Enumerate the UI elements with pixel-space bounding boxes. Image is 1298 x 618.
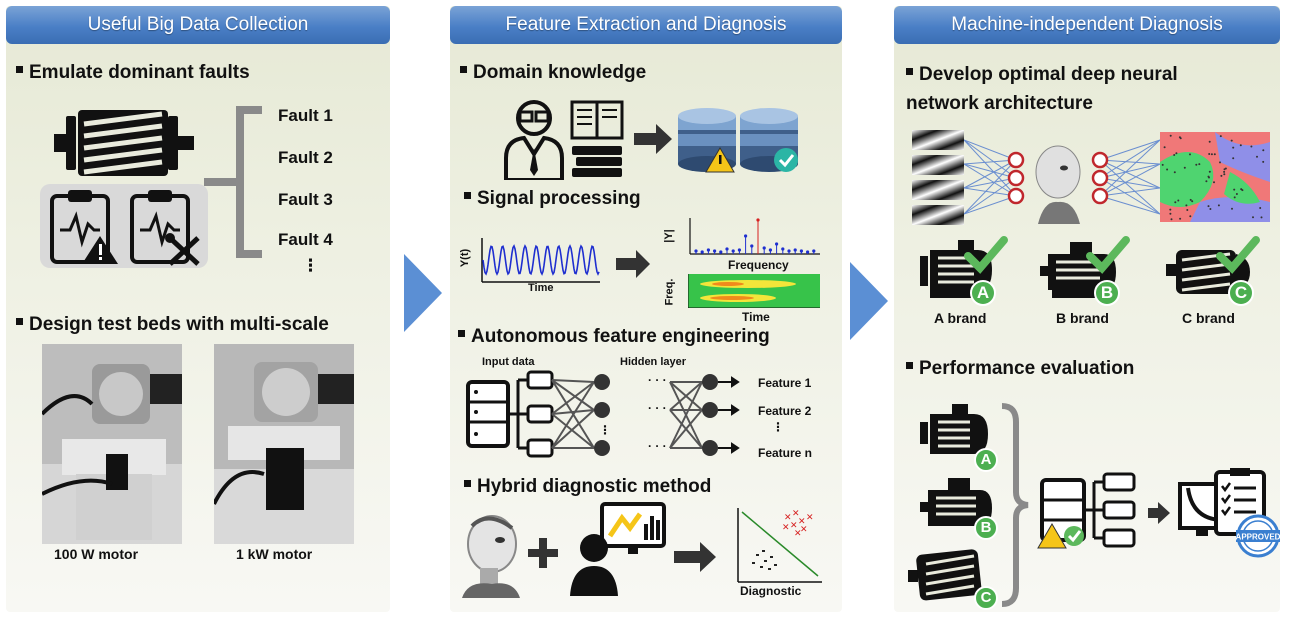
motor-brand-b-icon [1040,234,1132,310]
panel-big-data-collection: Useful Big Data Collection Emulate domin… [6,6,390,612]
feature-output-label: Feature n [758,446,813,460]
input-data-label: Input data [482,356,535,368]
brand-badge-a: A [970,280,996,306]
eval-motor-c-icon [908,546,998,604]
section-title-dnn-architecture: Develop optimal deep neural network arch… [906,64,1178,114]
feature-network-diagram: · · · · · · · · · ⋮ [464,368,764,464]
panel-header: Useful Big Data Collection [6,6,390,44]
books-icon [570,100,626,180]
arrow-right-icon [616,250,650,278]
eval-badge-c: C [974,586,998,610]
fault-bracket [204,106,264,258]
diagnostic-scatter-plot: ✕✕✕✕✕✕✕✕ [734,506,824,586]
plus-icon [528,538,558,568]
spectrogram-plot [688,274,820,308]
clipboard-warning-icon [48,188,120,266]
eval-brace [998,402,1030,608]
svg-text:· · ·: · · · [648,439,667,453]
arrow-right-icon [1148,502,1170,524]
spectrogram-ylabel: Freq. [663,278,676,306]
svg-text:✕: ✕ [806,512,814,522]
spectrum-ylabel: |Y| [662,229,675,243]
motor-brand-c-icon [1166,234,1262,310]
svg-text:✕: ✕ [790,520,798,530]
section-title-domain-knowledge: Domain knowledge [460,62,646,84]
motor-brand-a-icon [920,234,1010,310]
analyst-monitor-icon [568,502,668,596]
eval-badge-b: B [974,516,998,540]
hidden-layer-label: Hidden layer [620,356,687,368]
expert-icon [502,98,566,180]
eval-motor-a-icon [920,402,994,464]
feature-output-label: Feature 1 [758,376,812,390]
motor-label-100w: 100 W motor [54,546,139,562]
svg-text:✕: ✕ [784,512,792,522]
brand-badge-b: B [1094,280,1120,306]
dnn-architecture-diagram [964,130,1164,226]
database-warning-check-icon [676,104,806,176]
fault-label: Fault 4 [278,230,333,249]
brand-label-a: A brand [934,310,987,326]
panel-machine-independent: Machine-independent Diagnosis Develop op… [894,6,1280,612]
classification-map-image [1160,132,1270,222]
eval-motor-b-icon [920,476,1000,536]
brand-label-b: B brand [1056,310,1109,326]
brand-badge-c: C [1228,280,1254,306]
panel-header: Machine-independent Diagnosis [894,6,1280,44]
svg-text:✕: ✕ [800,524,808,534]
clipboard-tools-icon [128,188,202,266]
time-signal-ylabel: Y(t) [459,248,472,268]
fault-label: Fault 3 [278,190,333,209]
svg-text:✕: ✕ [782,522,790,532]
spectrum-plot [688,218,822,256]
panel-header: Feature Extraction and Diagnosis [450,6,842,44]
robot-head-icon [458,514,522,598]
svg-text:⋮: ⋮ [599,423,611,437]
arrow-right-icon [634,124,672,154]
brand-label-c: C brand [1182,310,1235,326]
section-title-hybrid-diagnostic: Hybrid diagnostic method [464,476,711,498]
test-bed-photo-1kw [214,344,354,544]
spectrum-xlabel: Frequency [728,258,789,272]
time-signal-xlabel: Time [528,282,554,294]
panel-feature-extraction: Feature Extraction and Diagnosis Domain … [450,6,842,612]
rotor-icon [54,104,194,182]
test-bed-photo-100w [42,344,182,544]
time-signal-plot [480,238,602,284]
section-title-signal-processing: Signal processing [464,188,641,210]
spectrogram-xlabel: Time [742,310,770,324]
diagnostic-label: Diagnostic [740,584,802,598]
flow-arrow-2 [850,262,888,340]
svg-text:· · ·: · · · [648,373,667,387]
feature-output-label: ⋮ [772,420,784,434]
section-title-test-beds: Design test beds with multi-scale [16,314,329,336]
approved-report-icon: APPROVED [1176,468,1280,558]
approved-stamp-text: APPROVED [1236,533,1280,542]
section-title-autonomous-feature: Autonomous feature engineering [458,326,770,348]
svg-text:· · ·: · · · [648,401,667,415]
fault-label: Fault 2 [278,148,333,167]
motor-label-1kw: 1 kW motor [236,546,313,562]
svg-text:✕: ✕ [794,528,802,538]
arrow-right-icon [674,542,716,572]
svg-text:✕: ✕ [798,516,806,526]
flow-arrow-1 [404,254,442,332]
eval-badge-a: A [974,448,998,472]
section-title-emulate-faults: Emulate dominant faults [16,62,250,84]
fault-label: Fault 1 [278,106,333,125]
fault-more: ⋮ [302,256,319,275]
section-title-performance-evaluation: Performance evaluation [906,358,1134,380]
feature-output-label: Feature 2 [758,404,812,418]
svg-text:✕: ✕ [792,508,800,518]
database-pipeline-icon [1036,472,1140,552]
input-image-patches [912,130,968,226]
